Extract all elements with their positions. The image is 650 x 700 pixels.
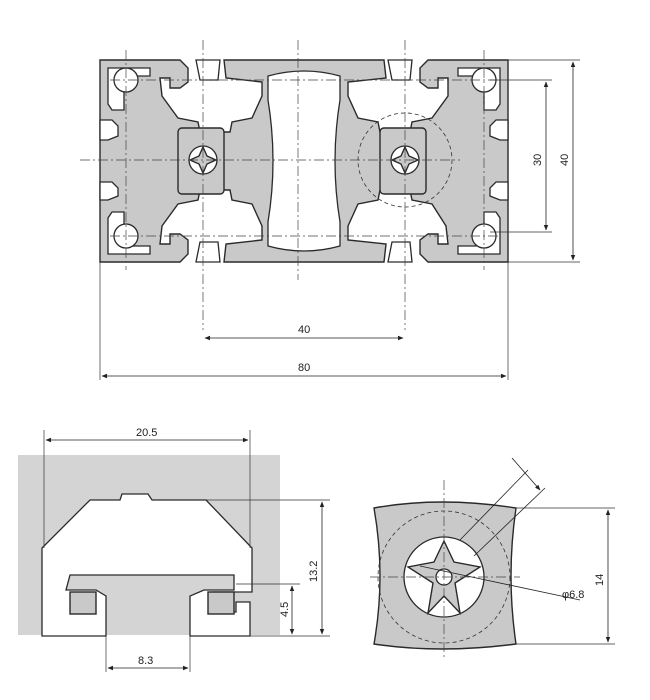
slot-detail: 20.5 13.2 4.5 8.3 [18,427,330,672]
top-dimensions: 40 30 40 80 [99,59,580,380]
dim-core-size: 14 [594,574,606,586]
dim-opening-width: 20.5 [136,427,157,439]
dim-core-bore: φ6.8 [562,589,584,601]
dim-height-inner: 30 [532,154,544,166]
dim-lip: 4.5 [279,602,291,617]
dim-slot-width: 8.3 [138,655,153,667]
top-center-lines [80,40,500,330]
dim-total-width: 80 [298,362,310,374]
dim-center-spacing: 40 [298,324,310,336]
dim-height-outer: 40 [559,154,571,166]
dim-depth: 13.2 [308,561,320,582]
profile-cross-section [99,59,509,263]
core-detail: 14 φ6.8 [370,457,615,660]
center-cavity [267,70,341,252]
